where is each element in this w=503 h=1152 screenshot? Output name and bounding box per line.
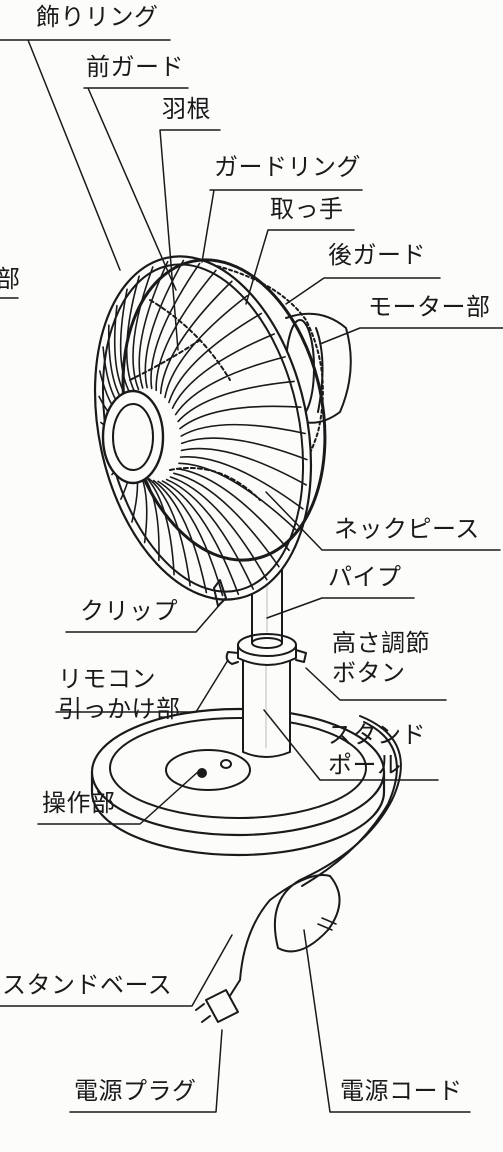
guard-spoke	[148, 477, 191, 587]
guard-spoke	[143, 474, 175, 576]
guard-spoke	[132, 266, 154, 391]
label-pipe: パイプ	[328, 563, 402, 591]
label-power-cord: 電源コード	[340, 1077, 463, 1105]
label-motor: モーター部	[368, 293, 491, 321]
guard-spoke	[119, 288, 133, 397]
guard-spoke	[180, 437, 308, 461]
label-rear-guard: 後ガード	[328, 241, 426, 269]
label-clip: クリップ	[80, 597, 178, 625]
leader-lines	[0, 39, 503, 1113]
guard-spoke	[178, 462, 298, 532]
label-partial-left: 部	[0, 265, 21, 293]
label-front-guard: 前ガード	[86, 53, 184, 81]
guard-spoke	[174, 356, 286, 416]
guard-spoke	[169, 476, 268, 581]
label-handle: 取っ手	[270, 195, 344, 223]
guard-spoke	[179, 405, 302, 430]
guard-spoke	[157, 480, 224, 597]
guard-spoke	[150, 262, 201, 390]
guard-spoke	[165, 478, 255, 590]
guard-spoke	[175, 467, 290, 552]
guard-spoke	[155, 269, 217, 392]
guard-spoke	[168, 312, 263, 404]
guard-spoke	[152, 479, 208, 594]
label-guard-ring: ガードリング	[214, 153, 361, 181]
guard-spoke	[161, 480, 240, 596]
stand-base-drawing	[90, 707, 386, 857]
label-decor-ring: 飾りリング	[36, 3, 159, 31]
label-blade: 羽根	[162, 95, 211, 123]
label-control-panel: 操作部	[42, 789, 116, 817]
cord-drawing	[195, 715, 402, 1023]
guard-spoke	[177, 380, 295, 423]
guard-spoke	[138, 260, 169, 389]
label-stand-base: スタンドベース	[2, 971, 173, 999]
guard-spoke	[179, 455, 304, 510]
guard-spoke	[180, 447, 307, 486]
control-panel-shape	[165, 749, 251, 791]
label-remote-hook: リモコン 引っかけ部	[58, 665, 181, 723]
guard-spoke	[180, 423, 306, 437]
guard-spoke	[159, 280, 233, 395]
stand-pole-drawing	[242, 656, 291, 758]
fan-head-drawing	[93, 255, 327, 607]
guard-spoke	[144, 259, 185, 389]
guard-spoke	[125, 275, 140, 393]
label-height-button: 高さ調節 ボタン	[332, 629, 430, 687]
guard-spoke	[173, 472, 280, 568]
label-neck-piece: ネックピース	[334, 515, 480, 543]
label-power-plug: 電源プラグ	[74, 1077, 197, 1105]
label-stand-pole: スタンド ポール	[328, 721, 426, 779]
guard-spoke	[164, 294, 248, 399]
guard-spoke	[171, 333, 275, 409]
